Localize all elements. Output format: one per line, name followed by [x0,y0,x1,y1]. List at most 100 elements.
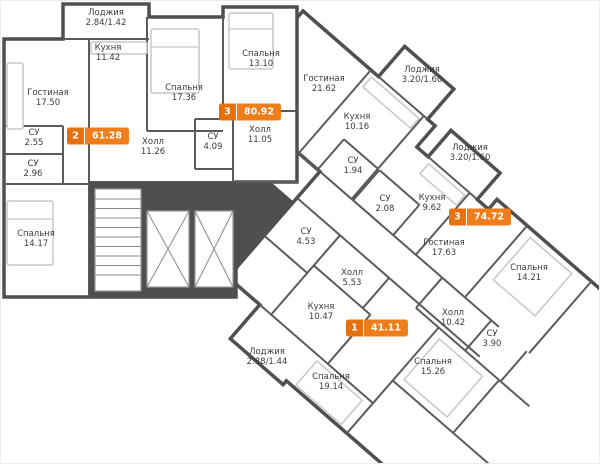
room-area: 2.84/1.42 [85,18,127,28]
room-area: 3.20/1.60 [449,153,491,163]
room-name: Спальня [165,82,203,93]
room-name: Спальня [510,262,548,273]
furniture [361,76,421,130]
room-name: Гостиная [27,87,69,98]
badge-total-area: 41.11 [363,319,409,337]
badge-total-area: 74.72 [466,208,512,226]
room-name: Кухня [307,301,335,312]
furniture-detail [7,28,273,220]
wing-interior-walls [249,69,593,463]
room-area: 13.10 [248,59,274,69]
room-area: 10.16 [344,122,370,132]
room-area: 11.05 [247,135,273,145]
room-name: Холл [341,267,363,278]
elevator-x-icon [194,210,234,288]
room-name: Лоджия [88,7,124,18]
room-area: 4.53 [296,237,316,247]
room-name: СУ [28,127,40,138]
room-name: Гостиная [303,73,345,84]
room-name: Спальня [242,48,280,59]
badge-total-area: 80.92 [236,103,282,121]
room-area: 2.08 [375,204,395,214]
room-name: СУ [27,158,39,169]
room-area: 2.88/1.44 [246,357,288,367]
room-name: Спальня [312,371,350,382]
badge-room-count: 1 [345,319,364,337]
stair-steps [95,198,141,276]
room-name: СУ [347,155,359,166]
room-area: 21.62 [311,84,337,94]
room-name: Кухня [343,111,371,122]
badge-total-area: 61.28 [84,127,130,145]
room-name: СУ [207,131,219,142]
room-area: 10.42 [440,318,466,328]
room-name: Кухня [94,42,122,53]
furniture [90,41,148,55]
room-area: 19.14 [318,382,344,392]
room-area: 2.96 [23,169,43,179]
stairwell [94,188,142,292]
room-area: 3.20/1.60 [401,75,443,85]
room-area: 3.90 [482,339,502,349]
furniture [418,162,466,207]
room-area: 11.26 [140,147,166,157]
room-name: Спальня [17,228,55,239]
room-name: СУ [379,193,391,204]
room-area: 1.94 [343,166,363,176]
room-area: 5.53 [342,278,362,288]
room-name: СУ [300,226,312,237]
room-name: Холл [442,307,464,318]
room-name: Лоджия [404,64,440,75]
furniture [150,28,200,94]
room-area: 17.36 [171,93,197,103]
room-area: 17.63 [431,248,457,258]
room-name: Лоджия [452,142,488,153]
room-name: Холл [249,124,271,135]
room-area: 17.50 [35,98,61,108]
room-area: 10.47 [308,312,334,322]
furniture [6,62,24,130]
room-name: Гостиная [423,237,465,248]
room-area: 14.21 [516,273,542,283]
furniture [294,359,364,426]
furniture [6,200,54,266]
furniture [228,12,274,70]
room-name: Лоджия [249,346,285,357]
badge-room-count: 2 [66,127,85,145]
room-area: 11.42 [95,53,121,63]
room-name: Спальня [414,356,452,367]
left-block-interior-walls [4,17,297,297]
furniture [402,337,484,419]
room-area: 2.55 [24,138,44,148]
